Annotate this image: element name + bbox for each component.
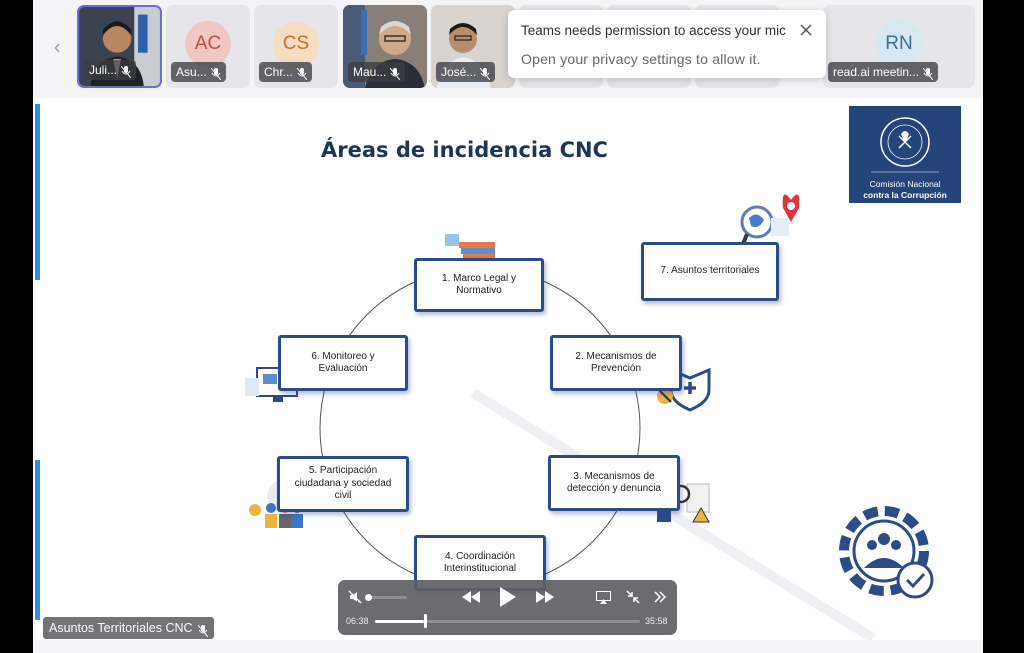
- toast-body[interactable]: Open your privacy settings to allow it.: [521, 51, 761, 67]
- participant-name: Juli...: [84, 60, 137, 80]
- participant-tile[interactable]: CS Chr...: [254, 5, 338, 88]
- slide-accent-bar: [35, 104, 40, 280]
- speaker-label: Asuntos Territoriales CNC: [43, 617, 214, 639]
- avatar: CS: [273, 21, 319, 67]
- permission-toast: Teams needs permission to access your mi…: [508, 10, 826, 78]
- area-box: 3. Mecanismos de detección y denuncia: [548, 455, 680, 511]
- close-icon[interactable]: [798, 22, 814, 38]
- shared-slide: Áreas de incidencia CNC Comisión Naciona…: [33, 98, 983, 640]
- avatar: RN: [876, 21, 922, 67]
- video-controls: 06:38 35:58: [338, 580, 677, 635]
- double-chevron-right-icon[interactable]: [654, 591, 666, 603]
- avatar: AC: [185, 21, 231, 67]
- fast-forward-icon[interactable]: [536, 591, 554, 603]
- gear-people-icon: [839, 506, 934, 599]
- participant-name: read.ai meetin...: [828, 62, 939, 82]
- chevron-left-icon[interactable]: ‹: [53, 35, 61, 59]
- slide-title: Áreas de incidencia CNC: [321, 138, 608, 162]
- mic-off-icon: [210, 66, 222, 81]
- mic-off-icon: [389, 66, 401, 81]
- logo-line1: Comisión Nacional: [869, 179, 941, 189]
- progress-fill: [375, 620, 425, 623]
- rewind-icon[interactable]: [462, 591, 480, 603]
- progress-scrubber[interactable]: [375, 614, 640, 628]
- area-box: 2. Mecanismos de Prevención: [550, 335, 682, 391]
- current-time: 06:38: [346, 616, 369, 626]
- cnc-logo: Comisión Nacional contra la Corrupción: [849, 106, 961, 203]
- map-search-icon: [737, 194, 800, 255]
- meeting-stage: ‹ Juli... AC Asu... C: [33, 0, 983, 653]
- volume-knob[interactable]: [365, 594, 372, 601]
- coat-of-arms-icon: [871, 117, 939, 173]
- participant-tile[interactable]: Juli...: [77, 5, 162, 88]
- volume-slider[interactable]: [365, 594, 407, 601]
- mic-off-icon: [296, 66, 308, 81]
- mic-off-icon: [197, 622, 208, 638]
- slide-accent-bar: [35, 460, 40, 620]
- mic-off-icon: [479, 66, 491, 81]
- duration: 35:58: [645, 616, 668, 626]
- participant-name: José...: [436, 62, 496, 82]
- play-icon[interactable]: [499, 587, 517, 607]
- participant-tile[interactable]: Mau...: [343, 5, 427, 88]
- participant-name: Chr...: [259, 62, 312, 82]
- mic-off-icon: [922, 66, 934, 81]
- toast-title: Teams needs permission to access your mi…: [521, 23, 786, 38]
- mute-icon[interactable]: [348, 590, 362, 604]
- airplay-icon[interactable]: [596, 591, 611, 604]
- area-box: 5. Participación ciudadana y sociedad ci…: [277, 456, 409, 512]
- collapse-icon[interactable]: [626, 590, 640, 604]
- participant-tile[interactable]: RN read.ai meetin...: [823, 5, 975, 88]
- area-box: 6. Monitoreo y Evaluación: [278, 335, 408, 391]
- progress-knob[interactable]: [424, 614, 428, 628]
- participant-tile[interactable]: José...: [431, 5, 515, 88]
- area-box: 7. Asuntos territoriales: [641, 242, 779, 301]
- participant-strip: ‹ Juli... AC Asu... C: [33, 0, 983, 96]
- participant-tile[interactable]: AC Asu...: [166, 5, 250, 88]
- logo-line2: contra la Corrupción: [863, 190, 947, 200]
- participant-name: Mau...: [348, 62, 406, 82]
- cycle-diagram: [245, 194, 934, 640]
- mic-off-icon: [120, 64, 132, 79]
- area-box: 1. Marco Legal y Normativo: [414, 258, 544, 312]
- participant-name: Asu...: [171, 62, 226, 82]
